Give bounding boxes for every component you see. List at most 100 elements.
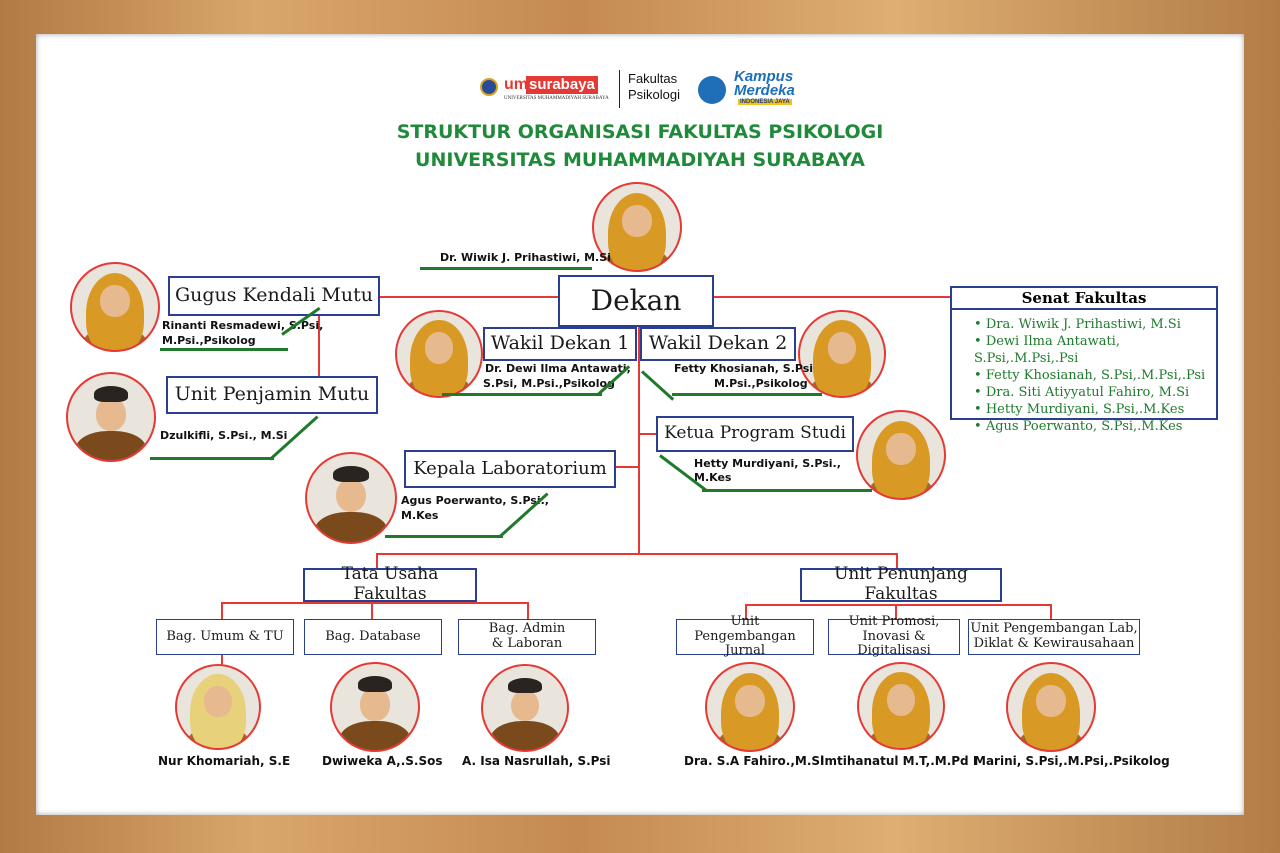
database-box: Bag. Database xyxy=(304,619,442,655)
logo-surabaya: surabaya xyxy=(526,76,598,94)
promosi-label-line2: Inovasi & Digitalisasi xyxy=(857,628,931,659)
connector-tu-child1 xyxy=(221,602,223,620)
connector-main-vertical xyxy=(638,326,640,554)
database-label: Bag. Database xyxy=(325,628,421,644)
connector-kalab xyxy=(615,466,640,468)
dekan-underline xyxy=(420,267,592,270)
gugus-label: Gugus Kendali Mutu xyxy=(174,284,373,307)
lab-box: Unit Pengembangan Lab,Diklat & Kewirausa… xyxy=(968,619,1140,655)
jurnal-photo xyxy=(705,662,795,752)
admin-label-line2: & Laboran xyxy=(491,636,563,651)
lab-label-line2: Diklat & Kewirausahaan xyxy=(973,636,1135,651)
connector-gugus-upm xyxy=(318,316,320,378)
connector-tu-child3 xyxy=(527,602,529,620)
wd2-name-line1: Fetty Khosianah, S.Psi xyxy=(674,362,814,375)
kaprodi-name-line2: M.Kes xyxy=(694,471,732,484)
connector-umum-photo xyxy=(221,655,223,667)
promosi-photo xyxy=(857,662,945,750)
wd1-name-line2: S.Psi, M.Psi.,Psikolog xyxy=(483,377,615,390)
tutwuri-logo-icon xyxy=(698,76,726,104)
senat-member: Dewi Ilma Antawati, S.Psi,.M.Psi,.Psi xyxy=(974,333,1216,367)
kalab-box: Kepala Laboratorium xyxy=(404,450,616,488)
wd1-underline xyxy=(442,393,602,396)
wd2-underline xyxy=(672,393,822,396)
page-title-line2: UNIVERSITAS MUHAMMADIYAH SURABAYA xyxy=(415,149,865,171)
kampus-merdeka-line1: Kampus xyxy=(734,68,794,85)
page-title-line1: STRUKTUR ORGANISASI FAKULTAS PSIKOLOGI xyxy=(396,121,884,143)
senat-member: Hetty Murdiyani, S.Psi,.M.Kes xyxy=(974,401,1216,418)
connector-tu-down xyxy=(376,553,378,569)
logo-university-text: UNIVERSITAS MUHAMMADIYAH SURABAYA xyxy=(504,96,609,101)
gugus-name-line2: M.Psi.,Psikolog xyxy=(162,334,256,347)
upm-box: Unit Penjamin Mutu xyxy=(166,376,378,414)
lab-label-line1: Unit Pengembangan Lab, xyxy=(970,621,1138,637)
umum-photo xyxy=(175,664,261,750)
admin-name: A. Isa Nasrullah, S.Psi xyxy=(462,754,611,768)
connector-upf-children xyxy=(745,604,1052,606)
upm-label: Unit Penjamin Mutu xyxy=(174,383,370,406)
wd2-box: Wakil Dekan 2 xyxy=(640,327,796,361)
wd2-photo xyxy=(798,310,886,398)
connector-upf-child3 xyxy=(1050,604,1052,620)
header-divider xyxy=(619,70,620,108)
promosi-name: Imtihanatul M.T,.M.Pd I xyxy=(820,754,978,768)
connector-dekan-senat xyxy=(714,296,950,298)
faculty-line2: Psikologi xyxy=(628,87,681,102)
lab-name: Marini, S.Psi,.M.Psi,.Psikolog xyxy=(974,754,1170,768)
upm-photo xyxy=(66,372,156,462)
connector-upf-child2 xyxy=(895,604,897,620)
connector-kaprodi xyxy=(638,433,658,435)
promosi-label-line1: Unit Promosi, xyxy=(848,613,940,629)
kampus-merdeka-line2: Merdeka xyxy=(734,82,795,99)
tu-label: Tata Usaha Fakultas xyxy=(341,564,439,604)
connector-upf-down xyxy=(896,553,898,569)
faculty-line1: Fakultas xyxy=(628,71,678,86)
wd1-photo xyxy=(395,310,483,398)
wd2-name-line2: M.Psi.,Psikolog xyxy=(714,377,808,390)
wd1-name-line1: Dr. Dewi Ilma Antawati, xyxy=(485,362,631,375)
wd1-box: Wakil Dekan 1 xyxy=(483,327,637,361)
upm-underline xyxy=(150,457,274,460)
promosi-box: Unit Promosi,Inovasi & Digitalisasi xyxy=(828,614,960,658)
database-photo xyxy=(330,662,420,752)
jurnal-label-line1: Unit xyxy=(730,613,760,629)
kaprodi-name-line1: Hetty Murdiyani, S.Psi., xyxy=(694,457,841,470)
wd2-label: Wakil Dekan 2 xyxy=(648,332,788,355)
gugus-name-line1: Rinanti Resmadewi, S.Psi, xyxy=(162,319,324,332)
lab-photo xyxy=(1006,662,1096,752)
senat-member: Agus Poerwanto, S.Psi,.M.Kes xyxy=(974,418,1216,435)
umsurabaya-emblem-icon xyxy=(480,78,498,96)
admin-label-line1: Bag. Admin xyxy=(488,621,566,637)
senat-member: Dra. Siti Atiyyatul Fahiro, M.Si xyxy=(974,384,1216,401)
connector-split-horizontal xyxy=(376,553,898,555)
gugus-box: Gugus Kendali Mutu xyxy=(168,276,380,316)
gugus-underline xyxy=(160,348,288,351)
upm-name: Dzulkifli, S.Psi., M.Si xyxy=(160,429,288,442)
jurnal-label-line2: Pengembangan Jurnal xyxy=(694,628,796,659)
tu-box: Tata Usaha Fakultas xyxy=(303,564,477,604)
kalab-name-line2: M.Kes xyxy=(401,509,439,522)
upf-label: Unit Penunjang Fakultas xyxy=(834,564,968,604)
umum-box: Bag. Umum & TU xyxy=(156,619,294,655)
gugus-photo xyxy=(70,262,160,352)
database-name: Dwiweka A,.S.Sos xyxy=(322,754,443,768)
jurnal-name: Dra. S.A Fahiro.,M.Si xyxy=(684,754,825,768)
dekan-box: Dekan xyxy=(558,275,714,327)
dekan-name: Dr. Wiwik J. Prihastiwi, M.Si xyxy=(440,251,611,264)
kalab-label: Kepala Laboratorium xyxy=(413,457,607,479)
kampus-merdeka-line3: INDONESIA JAYA xyxy=(738,99,792,105)
admin-photo xyxy=(481,664,569,752)
kaprodi-box: Ketua Program Studi xyxy=(656,416,854,452)
senat-members: Dra. Wiwik J. Prihastiwi, M.Si Dewi Ilma… xyxy=(952,310,1216,435)
connector-tu-child2 xyxy=(371,602,373,620)
kaprodi-underline xyxy=(702,489,872,492)
header-logos: um surabaya UNIVERSITAS MUHAMMADIYAH SUR… xyxy=(476,68,816,110)
wd1-label: Wakil Dekan 1 xyxy=(490,332,630,355)
umum-name: Nur Khomariah, S.E xyxy=(158,754,291,768)
connector-tu-children xyxy=(221,602,529,604)
senat-member: Fetty Khosianah, S.Psi,.M.Psi,.Psi xyxy=(974,367,1216,384)
umum-label: Bag. Umum & TU xyxy=(166,628,284,644)
upf-box: Unit Penunjang Fakultas xyxy=(800,564,1002,604)
admin-box: Bag. Admin& Laboran xyxy=(458,619,596,655)
